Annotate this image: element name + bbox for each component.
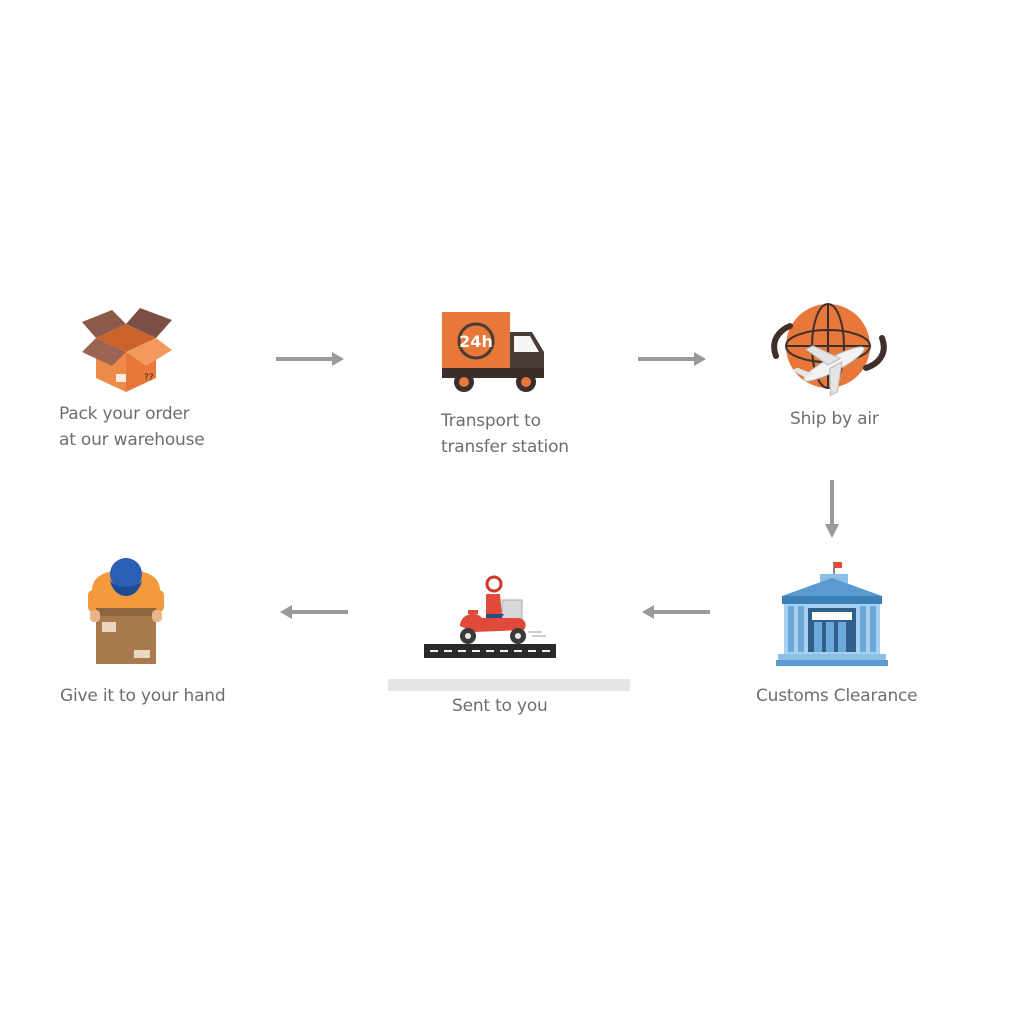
arrow-down-icon <box>824 480 840 540</box>
step-label-transport: Transport to transfer station <box>441 411 569 457</box>
step-label-pack: Pack your order at our warehouse <box>59 404 205 450</box>
svg-text:??: ?? <box>144 373 154 383</box>
step-label-air: Ship by air <box>790 409 879 429</box>
open-box-icon: ?? <box>78 300 174 396</box>
arrow-right-icon <box>638 351 708 367</box>
truck-badge-text: 24h <box>459 332 493 351</box>
courier-holding-box-icon <box>86 556 166 668</box>
step-label-sent: Sent to you <box>452 696 548 716</box>
scooter-courier-icon <box>424 574 556 662</box>
step-label-give: Give it to your hand <box>60 686 226 706</box>
label-underline-bar <box>388 679 630 691</box>
step-label-customs: Customs Clearance <box>756 686 918 706</box>
customs-building-icon <box>776 560 888 668</box>
arrow-right-icon <box>276 351 346 367</box>
globe-airplane-icon <box>770 300 888 400</box>
delivery-truck-24h-icon: 24h <box>440 310 550 396</box>
arrow-left-icon <box>278 604 348 620</box>
arrow-left-icon <box>640 604 710 620</box>
